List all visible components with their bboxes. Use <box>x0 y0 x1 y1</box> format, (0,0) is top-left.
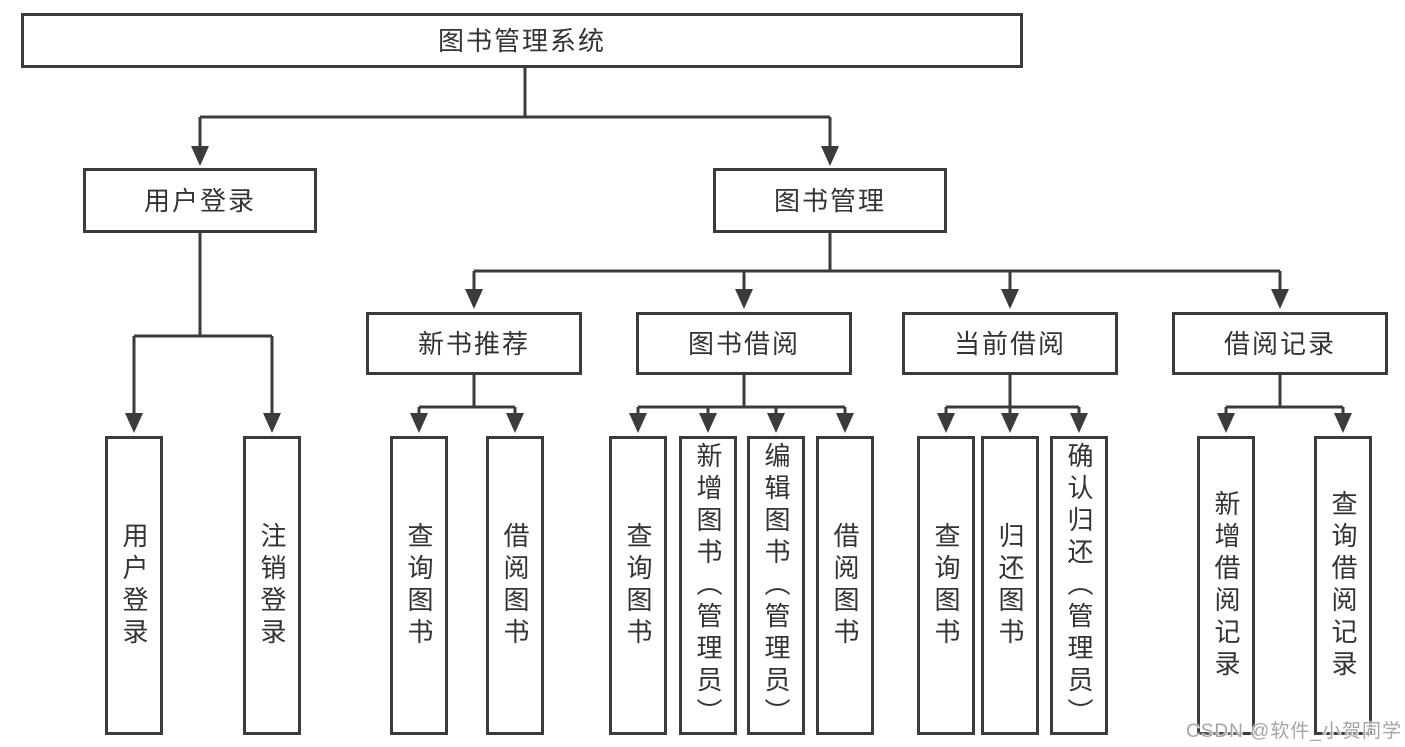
leaf-query-borrow-record: 查询借阅记录 <box>1314 436 1372 735</box>
leaf-return-books-label: 归还图书 <box>995 521 1025 650</box>
leaf-edit-books-admin-label: 编辑图书（管理员） <box>761 441 791 730</box>
leaf-add-borrow-record-label: 新增借阅记录 <box>1211 489 1241 682</box>
leaf-query-books-recommend-label: 查询图书 <box>404 521 434 650</box>
node-new-book-recommend: 新书推荐 <box>366 312 582 375</box>
leaf-edit-books-admin: 编辑图书（管理员） <box>747 436 805 735</box>
node-user-login: 用户登录 <box>83 168 317 233</box>
leaf-query-borrow-record-label: 查询借阅记录 <box>1328 489 1358 682</box>
node-book-management-label: 图书管理 <box>773 185 886 216</box>
leaf-user-login-label: 用户登录 <box>119 521 149 650</box>
leaf-borrow-books-borrowing: 借阅图书 <box>816 436 874 735</box>
leaf-add-books-admin: 新增图书（管理员） <box>679 436 737 735</box>
leaf-query-books-borrowing-label: 查询图书 <box>623 521 653 650</box>
csdn-watermark: CSDN @软件_小贺同学 <box>1186 721 1402 742</box>
leaf-user-login: 用户登录 <box>105 436 163 735</box>
leaf-query-books-borrowing: 查询图书 <box>609 436 667 735</box>
leaf-confirm-return-admin: 确认归还（管理员） <box>1050 436 1108 735</box>
node-root: 图书管理系统 <box>21 13 1023 68</box>
leaf-query-books-current-label: 查询图书 <box>931 521 961 650</box>
node-book-borrowing: 图书借阅 <box>636 312 852 375</box>
leaf-query-books-recommend: 查询图书 <box>390 436 448 735</box>
node-root-label: 图书管理系统 <box>437 25 606 56</box>
node-borrowing-records: 借阅记录 <box>1172 312 1388 375</box>
node-borrowing-records-label: 借阅记录 <box>1223 328 1336 359</box>
leaf-borrow-books-recommend: 借阅图书 <box>486 436 544 735</box>
leaf-borrow-books-recommend-label: 借阅图书 <box>500 521 530 650</box>
node-current-borrowing: 当前借阅 <box>902 312 1118 375</box>
node-book-borrowing-label: 图书借阅 <box>687 328 800 359</box>
node-new-book-recommend-label: 新书推荐 <box>417 328 530 359</box>
leaf-return-books: 归还图书 <box>981 436 1039 735</box>
leaf-logout: 注销登录 <box>243 436 301 735</box>
leaf-add-books-admin-label: 新增图书（管理员） <box>693 441 723 730</box>
leaf-add-borrow-record: 新增借阅记录 <box>1197 436 1255 735</box>
node-current-borrowing-label: 当前借阅 <box>953 328 1066 359</box>
leaf-confirm-return-admin-label: 确认归还（管理员） <box>1064 441 1094 730</box>
node-book-management: 图书管理 <box>713 168 947 233</box>
leaf-query-books-current: 查询图书 <box>917 436 975 735</box>
leaf-logout-label: 注销登录 <box>257 521 287 650</box>
node-user-login-label: 用户登录 <box>143 185 256 216</box>
arrowheads <box>125 146 1352 433</box>
leaf-borrow-books-borrowing-label: 借阅图书 <box>830 521 860 650</box>
